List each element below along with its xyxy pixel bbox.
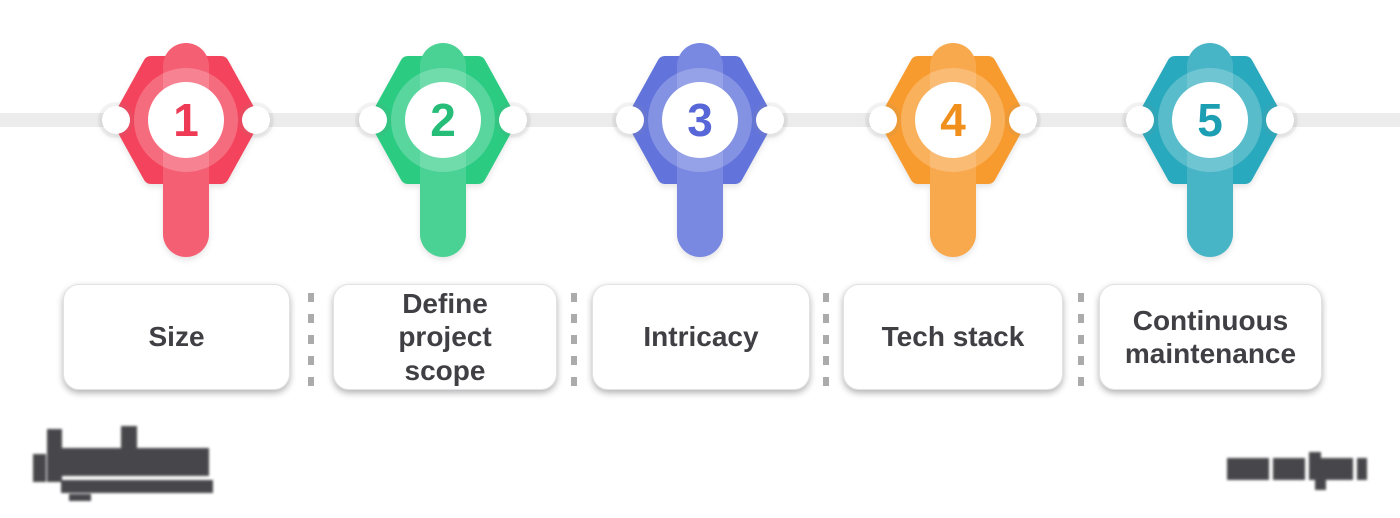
node-number-circle: 1	[148, 82, 224, 158]
node-number: 4	[940, 94, 966, 146]
step-card-define-project-scope: Define project scope	[333, 284, 557, 390]
node-dot-left	[102, 106, 130, 134]
timeline-node-5: 5	[1126, 43, 1294, 257]
node-number: 3	[687, 94, 713, 146]
node-dot-right	[1009, 106, 1037, 134]
timeline-node-4: 4	[869, 43, 1037, 257]
card-separator-dashed	[571, 293, 577, 393]
step-card-size: Size	[63, 284, 290, 390]
node-number-circle: 2	[405, 82, 481, 158]
step-card-tech-stack: Tech stack	[843, 284, 1063, 390]
node-dot-right	[1266, 106, 1294, 134]
card-separator-dashed	[823, 293, 829, 393]
step-card-label: Continuous maintenance	[1124, 304, 1297, 369]
step-card-label: Intricacy	[643, 321, 759, 353]
node-number: 1	[173, 94, 199, 146]
node-number-circle: 5	[1172, 82, 1248, 158]
node-dot-left	[616, 106, 644, 134]
right-watermark-logo-icon	[1225, 452, 1375, 496]
card-separator-dashed	[1078, 293, 1084, 393]
node-dot-left	[359, 106, 387, 134]
node-number-circle: 4	[915, 82, 991, 158]
node-dot-right	[242, 106, 270, 134]
card-separator-dashed	[308, 293, 314, 393]
node-dot-left	[869, 106, 897, 134]
left-watermark-logo-icon	[33, 426, 213, 504]
step-card-label: Tech stack	[881, 321, 1025, 353]
node-number: 2	[430, 94, 456, 146]
node-number-circle: 3	[662, 82, 738, 158]
node-dot-left	[1126, 106, 1154, 134]
timeline-node-2: 2	[359, 43, 527, 257]
step-card-intricacy: Intricacy	[592, 284, 810, 390]
step-card-label: Define project scope	[398, 288, 492, 386]
node-dot-right	[756, 106, 784, 134]
node-number: 5	[1197, 94, 1223, 146]
timeline-node-3: 3	[616, 43, 784, 257]
timeline-node-1: 1	[102, 43, 270, 257]
node-dot-right	[499, 106, 527, 134]
step-card-continuous-maintenance: Continuous maintenance	[1099, 284, 1322, 390]
step-card-label: Size	[148, 321, 205, 353]
